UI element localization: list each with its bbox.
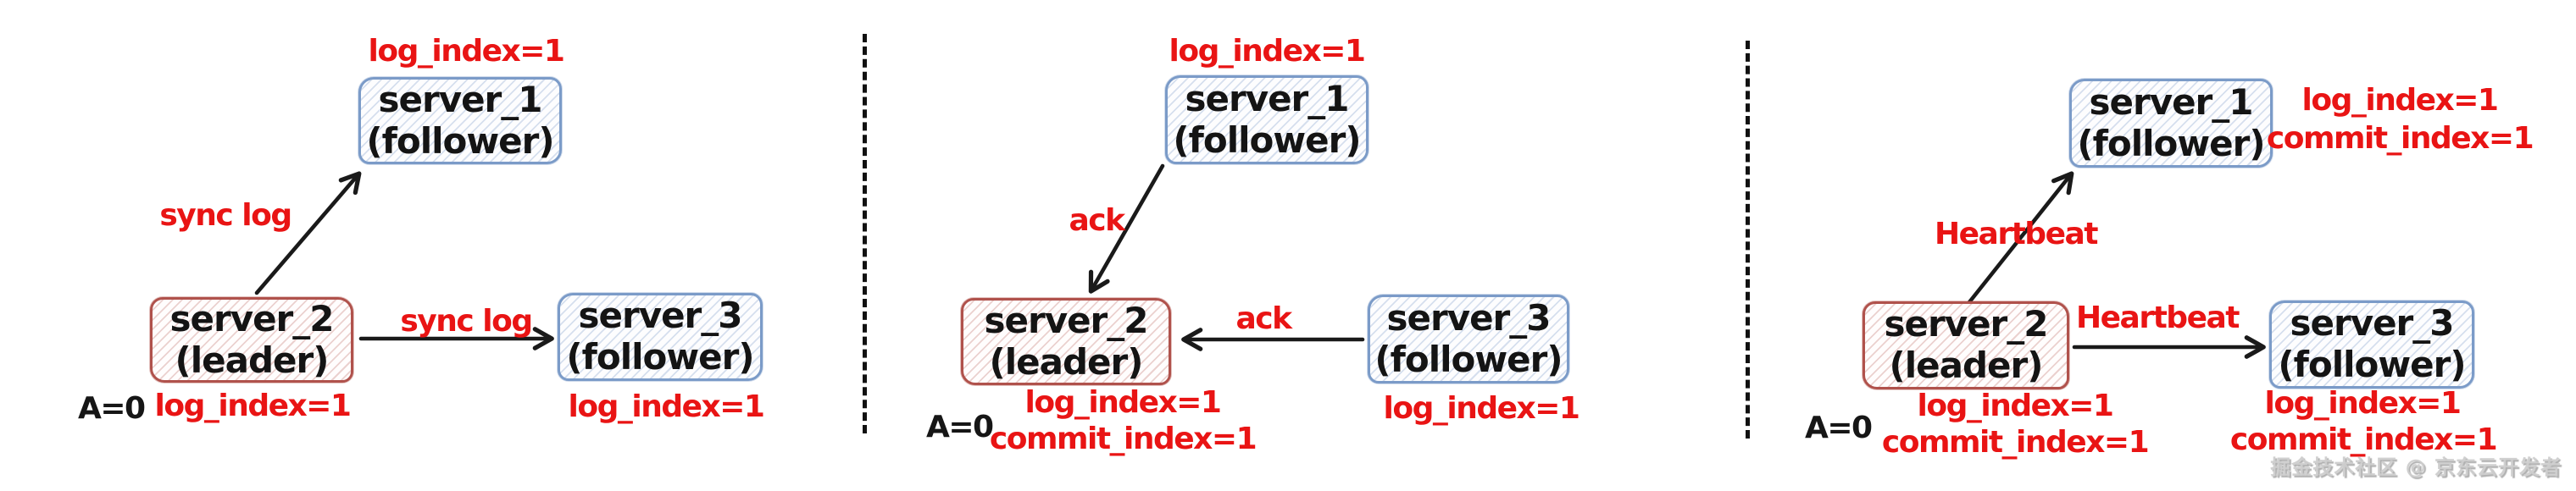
panel3-heartbeat-label-1: Heartbeat bbox=[1935, 217, 2099, 251]
server-name: server_3 bbox=[1386, 296, 1552, 339]
panel1-server1-log-index-label: log_index=1 bbox=[368, 34, 565, 69]
panel2-server3-log-index-label: log_index=1 bbox=[1383, 391, 1580, 426]
panel3-server2-log-index-label: log_index=1 bbox=[1917, 389, 2114, 423]
server-name: server_2 bbox=[984, 299, 1149, 341]
panel3-server3-commit-index-label: commit_index=1 bbox=[2229, 422, 2498, 457]
panel3-variable-label: A=0 bbox=[1805, 411, 1873, 445]
server-name: server_2 bbox=[169, 297, 335, 339]
panel2-ack-label-2: ack bbox=[1235, 301, 1292, 336]
panel3-server2-commit-index-label: commit_index=1 bbox=[1881, 425, 2150, 460]
panel1-server3-box: server_3 (follower) bbox=[558, 293, 763, 381]
panel3-server1-log-index-label: log_index=1 bbox=[2301, 83, 2499, 118]
panel1-server2-box: server_2 (leader) bbox=[150, 297, 353, 383]
panel3-server3-log-index-label: log_index=1 bbox=[2264, 386, 2462, 421]
panel1-sync-log-label-2: sync log bbox=[400, 304, 533, 339]
panel2-server2-log-index-label: log_index=1 bbox=[1024, 385, 1222, 420]
community-watermark: 掘金技术社区 @ 京东云开发者 bbox=[2270, 455, 2562, 479]
panel1-server2-log-index-label: log_index=1 bbox=[154, 389, 352, 423]
server-role: (follower) bbox=[1173, 119, 1361, 161]
server-role: (leader) bbox=[989, 340, 1144, 383]
server-name: server_1 bbox=[378, 78, 543, 120]
panel2-ack-label-1: ack bbox=[1069, 203, 1125, 238]
panel1-variable-label: A=0 bbox=[78, 391, 146, 426]
panel-separator-2 bbox=[1746, 41, 1750, 439]
server-name: server_2 bbox=[1884, 303, 2049, 345]
server-role: (follower) bbox=[2278, 344, 2466, 385]
panel2-variable-label: A=0 bbox=[926, 410, 994, 444]
panel3-server2-box: server_2 (leader) bbox=[1863, 301, 2069, 389]
panel3-server3-box: server_3 (follower) bbox=[2269, 301, 2474, 389]
panel2-server1-box: server_1 (follower) bbox=[1165, 75, 1368, 164]
panel-separator-1 bbox=[863, 34, 867, 433]
panel2-server2-commit-index-label: commit_index=1 bbox=[989, 422, 1257, 456]
server-role: (follower) bbox=[2077, 122, 2265, 164]
server-role: (leader) bbox=[175, 339, 330, 381]
panel2-server3-box: server_3 (follower) bbox=[1368, 295, 1569, 383]
panel3-heartbeat-label-2: Heartbeat bbox=[2076, 301, 2240, 335]
server-role: (leader) bbox=[1889, 345, 2044, 386]
server-role: (follower) bbox=[1374, 338, 1563, 380]
sync-log-arrow-s2-to-s1 bbox=[254, 171, 362, 295]
panel2-server1-log-index-label: log_index=1 bbox=[1169, 34, 1366, 69]
panel1-server1-box: server_1 (follower) bbox=[358, 77, 562, 164]
server-name: server_3 bbox=[2290, 302, 2455, 345]
server-name: server_1 bbox=[2089, 80, 2254, 123]
server-role: (follower) bbox=[366, 119, 554, 162]
server-name: server_3 bbox=[578, 295, 743, 337]
panel3-server1-box: server_1 (follower) bbox=[2069, 79, 2273, 168]
panel1-sync-log-label-1: sync log bbox=[159, 198, 292, 233]
server-role: (follower) bbox=[566, 336, 754, 378]
panel1-server3-log-index-label: log_index=1 bbox=[568, 389, 765, 424]
server-name: server_1 bbox=[1185, 77, 1350, 119]
panel3-server1-commit-index-label: commit_index=1 bbox=[2266, 121, 2534, 156]
panel2-server2-box: server_2 (leader) bbox=[961, 298, 1171, 385]
